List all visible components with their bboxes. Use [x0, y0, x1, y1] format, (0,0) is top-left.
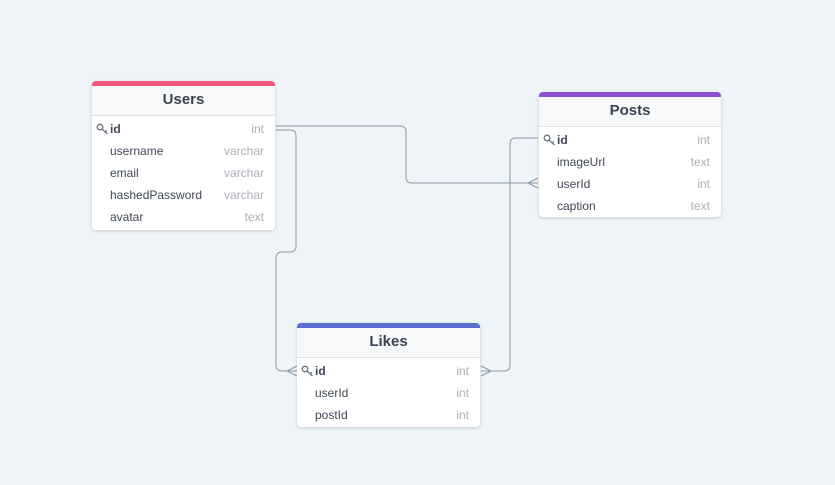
field-name: hashedPassword — [110, 188, 203, 202]
table-title: Likes — [297, 328, 480, 358]
field-name: email — [110, 166, 139, 180]
table-users[interactable]: Users id int username varchar email varc… — [92, 81, 275, 230]
key-icon — [301, 365, 313, 377]
field-type: varchar — [223, 188, 264, 202]
field-row-postid[interactable]: postId int — [297, 404, 480, 426]
field-row-imageurl[interactable]: imageUrl text — [539, 151, 721, 173]
table-likes[interactable]: Likes id int userId int postId int — [297, 323, 480, 427]
field-type: text — [244, 210, 264, 224]
field-row-avatar[interactable]: avatar text — [92, 206, 275, 228]
field-type: varchar — [223, 166, 264, 180]
field-type: int — [456, 364, 469, 378]
relation-users-likes[interactable] — [275, 129, 298, 377]
field-name: postId — [315, 408, 348, 422]
field-type: int — [251, 122, 264, 136]
key-icon — [96, 123, 108, 135]
crows-foot-icon — [526, 177, 539, 189]
field-row-email[interactable]: email varchar — [92, 162, 275, 184]
field-name: userId — [557, 177, 591, 191]
field-row-id[interactable]: id int — [297, 360, 480, 382]
field-name: username — [110, 144, 164, 158]
key-icon — [543, 134, 555, 146]
relation-users-posts[interactable] — [276, 125, 539, 189]
field-name: id — [315, 364, 326, 378]
table-title: Posts — [539, 97, 721, 127]
field-row-userid[interactable]: userId int — [539, 173, 721, 195]
field-name: id — [110, 122, 121, 136]
field-row-userid[interactable]: userId int — [297, 382, 480, 404]
field-list: id int username varchar email varchar ha… — [92, 116, 275, 228]
field-row-id[interactable]: id int — [92, 118, 275, 140]
field-name: caption — [557, 199, 596, 213]
field-list: id int imageUrl text userId int caption … — [539, 127, 721, 217]
relation-posts-likes[interactable] — [480, 137, 538, 377]
crows-foot-icon — [285, 365, 298, 377]
field-name: id — [557, 133, 568, 147]
field-name: imageUrl — [557, 155, 606, 169]
field-row-username[interactable]: username varchar — [92, 140, 275, 162]
field-type: varchar — [223, 144, 264, 158]
field-type: text — [690, 199, 710, 213]
field-type: int — [456, 386, 469, 400]
field-row-id[interactable]: id int — [539, 129, 721, 151]
field-list: id int userId int postId int — [297, 358, 480, 426]
field-type: text — [690, 155, 710, 169]
table-accent-bar — [297, 323, 480, 328]
table-accent-bar — [92, 81, 275, 86]
table-title: Users — [92, 86, 275, 116]
field-type: int — [456, 408, 469, 422]
field-type: int — [697, 133, 710, 147]
field-type: int — [697, 177, 710, 191]
field-name: userId — [315, 386, 349, 400]
crows-foot-icon — [480, 365, 493, 377]
field-row-hashedpassword[interactable]: hashedPassword varchar — [92, 184, 275, 206]
field-name: avatar — [110, 210, 144, 224]
table-accent-bar — [539, 92, 721, 97]
table-posts[interactable]: Posts id int imageUrl text userId int ca… — [539, 92, 721, 217]
field-row-caption[interactable]: caption text — [539, 195, 721, 217]
